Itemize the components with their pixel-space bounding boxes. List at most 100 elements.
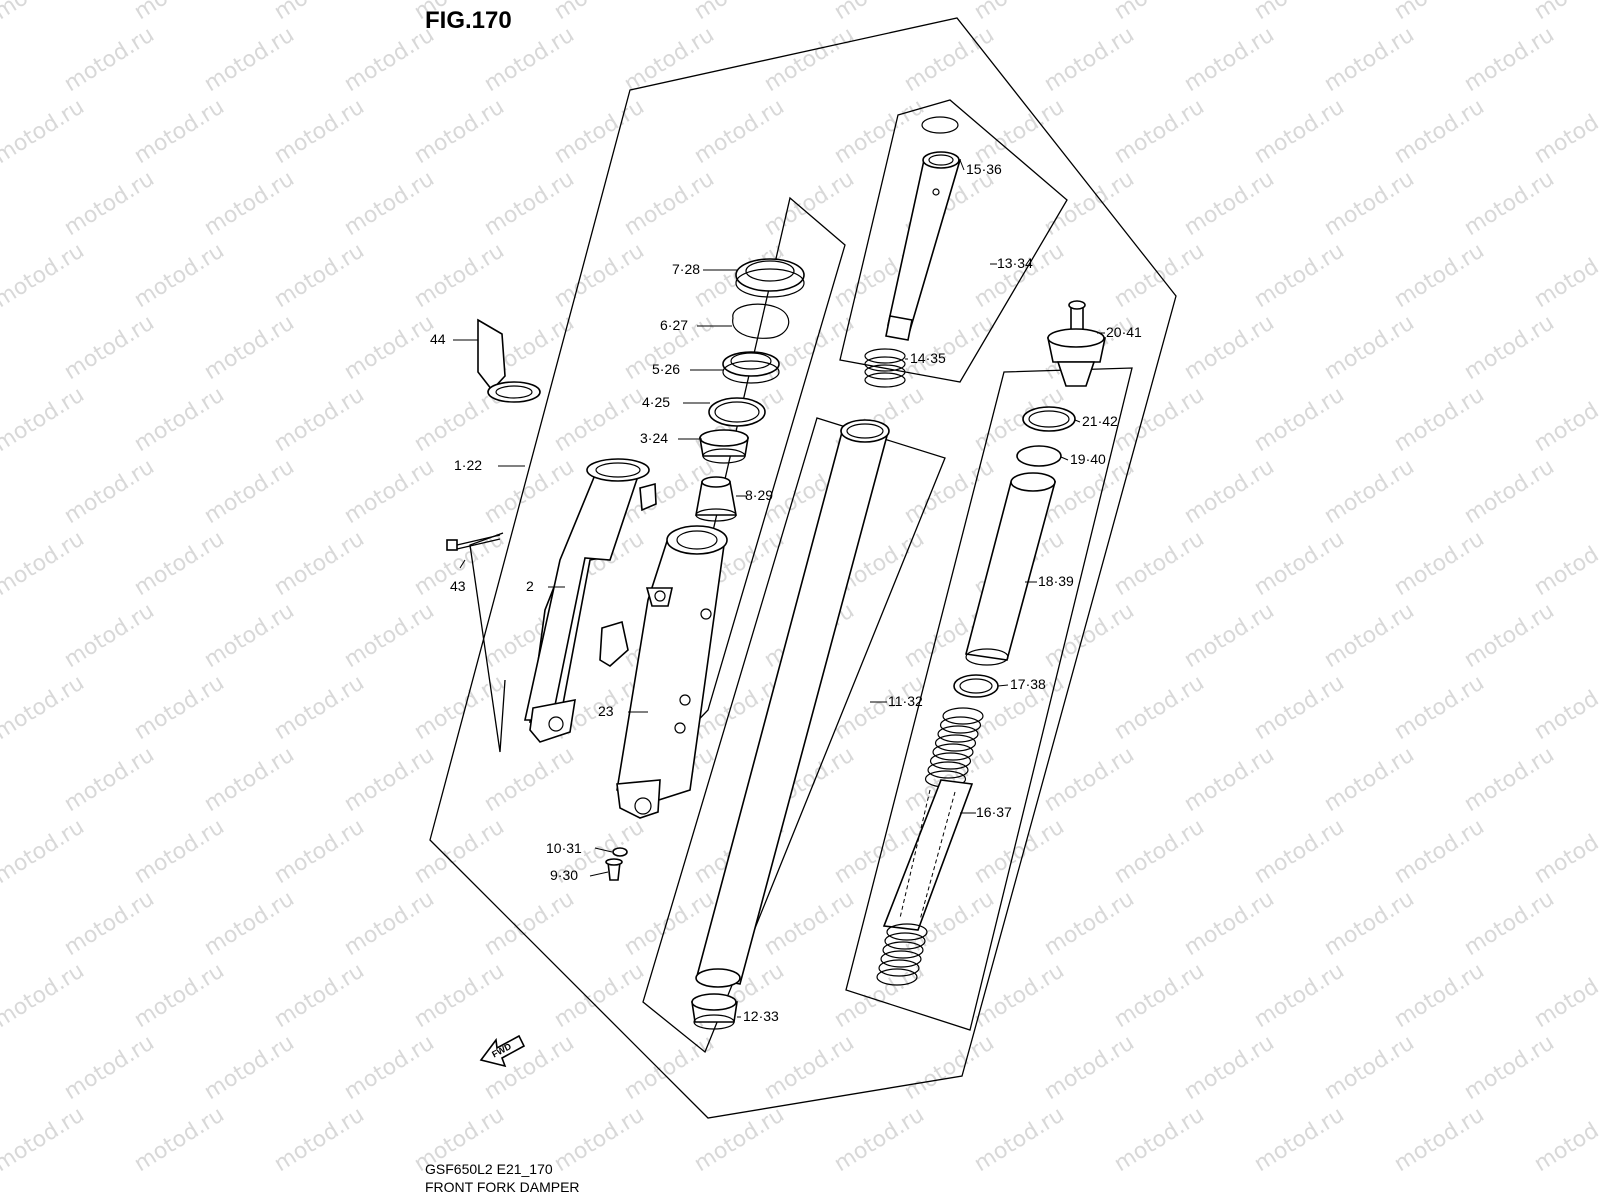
watermark-text: motod.ru (0, 94, 89, 169)
watermark-text: motod.ru (1390, 0, 1489, 25)
watermark-text: motod.ru (130, 1102, 229, 1177)
watermark-text: motod.ru (1320, 1030, 1419, 1105)
callout-10-31: 10·31 (546, 840, 582, 856)
watermark-text: motod.ru (1110, 814, 1209, 889)
callout-9-30: 9·30 (550, 867, 578, 883)
watermark-text: motod.ru (1110, 94, 1209, 169)
watermark-text: motod.ru (1320, 742, 1419, 817)
watermark-text: motod.ru (340, 886, 439, 961)
watermark-text: motod.ru (60, 1030, 159, 1105)
watermark-text: motod.ru (1320, 886, 1419, 961)
watermark-text: motod.ru (130, 526, 229, 601)
watermark-text: motod.ru (760, 886, 859, 961)
watermark-text: motod.ru (1390, 1102, 1489, 1177)
watermark-text: motod.ru (1320, 454, 1419, 529)
watermark-text: motod.ru (340, 742, 439, 817)
callout-19-40: 19·40 (1070, 451, 1106, 467)
watermark-text: motod.ru (1250, 814, 1349, 889)
watermark-text: motod.ru (1110, 1102, 1209, 1177)
cartridge-rod-frame (839, 99, 1068, 383)
watermark-text: motod.ru (200, 22, 299, 97)
watermark-text: motod.ru (340, 598, 439, 673)
watermark-text: motod.ru (1390, 238, 1489, 313)
watermark-text: motod.ru (1110, 670, 1209, 745)
watermark-text: motod.ru (1530, 382, 1600, 457)
watermark-text: motod.ru (340, 310, 439, 385)
rebound-spring-14-part (864, 348, 906, 388)
watermark-text: motod.ru (60, 22, 159, 97)
callout-21-42: 21·42 (1082, 413, 1118, 429)
watermark-text: motod.ru (130, 382, 229, 457)
watermark-text: motod.ru (620, 22, 719, 97)
spring-coil (934, 734, 977, 752)
watermark-text: motod.ru (760, 166, 859, 241)
watermark-text: motod.ru (1040, 22, 1139, 97)
watermark-text: motod.ru (60, 310, 159, 385)
watermark-text: motod.ru (60, 454, 159, 529)
callout-44: 44 (430, 331, 446, 347)
watermark-text: motod.ru (200, 886, 299, 961)
spring-coil (876, 968, 918, 986)
watermark-text: motod.ru (1110, 958, 1209, 1033)
watermark-text: motod.ru (1180, 886, 1279, 961)
outer-tube-bracket-frame (469, 532, 506, 753)
watermark-text: motod.ru (620, 166, 719, 241)
watermark-text: motod.ru (60, 886, 159, 961)
watermark-text: motod.ru (1110, 526, 1209, 601)
watermark-text: motod.ru (1390, 958, 1489, 1033)
callout-2: 2 (526, 578, 534, 594)
spacer-18-part (964, 472, 1057, 666)
watermark-text: motod.ru (0, 382, 89, 457)
watermark-text: motod.ru (690, 0, 789, 25)
watermark-text: motod.ru (1390, 670, 1489, 745)
spring-coil (886, 923, 928, 941)
watermark-text: motod.ru (0, 958, 89, 1033)
watermark-text: motod.ru (130, 814, 229, 889)
spring-coil (927, 761, 969, 779)
fork-spring-16-part (876, 707, 984, 986)
callout-16-37: 16·37 (976, 804, 1012, 820)
damper-adjuster-20-part (1047, 300, 1106, 387)
watermark-text: motod.ru (830, 0, 929, 25)
watermark-text: motod.ru (130, 94, 229, 169)
watermark-text: motod.ru (550, 1102, 649, 1177)
cartridge-rod-part (885, 116, 962, 341)
watermark-text: motod.ru (410, 94, 509, 169)
watermark-text: motod.ru (480, 166, 579, 241)
watermark-text: motod.ru (970, 0, 1069, 25)
watermark-text: motod.ru (900, 1030, 999, 1105)
spring-coil (939, 716, 982, 734)
callout-43: 43 (450, 578, 466, 594)
watermark-text: motod.ru (270, 0, 369, 25)
watermark-text: motod.ru (1530, 958, 1600, 1033)
washer-17-part (953, 674, 999, 698)
damper-bolt-9-part (605, 858, 623, 881)
watermark-text: motod.ru (1250, 670, 1349, 745)
watermark-text: motod.ru (270, 1102, 369, 1177)
watermark-text: motod.ru (550, 958, 649, 1033)
watermark-text: motod.ru (900, 454, 999, 529)
watermark-text: motod.ru (1530, 0, 1600, 25)
oil-seal-5-part (722, 351, 780, 384)
watermark-text: motod.ru (1180, 454, 1279, 529)
watermark-text: motod.ru (1320, 22, 1419, 97)
watermark-text: motod.ru (1390, 94, 1489, 169)
callout-11-32: 11·32 (888, 693, 923, 709)
watermark-text: motod.ru (1390, 526, 1489, 601)
watermark-text: motod.ru (1390, 382, 1489, 457)
watermark-text: motod.ru (340, 22, 439, 97)
watermark-text: motod.ru (200, 1030, 299, 1105)
figure-name: FRONT FORK DAMPER (425, 1179, 580, 1195)
watermark-text: motod.ru (1250, 0, 1349, 25)
watermark-text: motod.ru (1180, 310, 1279, 385)
callout-5-26: 5·26 (652, 361, 680, 377)
watermark-text: motod.ru (1110, 0, 1209, 25)
oil-lock-piece-8-part (695, 476, 737, 522)
watermark-text: motod.ru (1040, 742, 1139, 817)
spring-coil (932, 743, 974, 761)
guide-bushing-12-part (691, 993, 738, 1030)
watermark-text: motod.ru (1460, 598, 1559, 673)
leader-lines (453, 159, 1105, 1018)
watermark-text: motod.ru (1460, 22, 1559, 97)
watermark-text: motod.ru (1460, 886, 1559, 961)
